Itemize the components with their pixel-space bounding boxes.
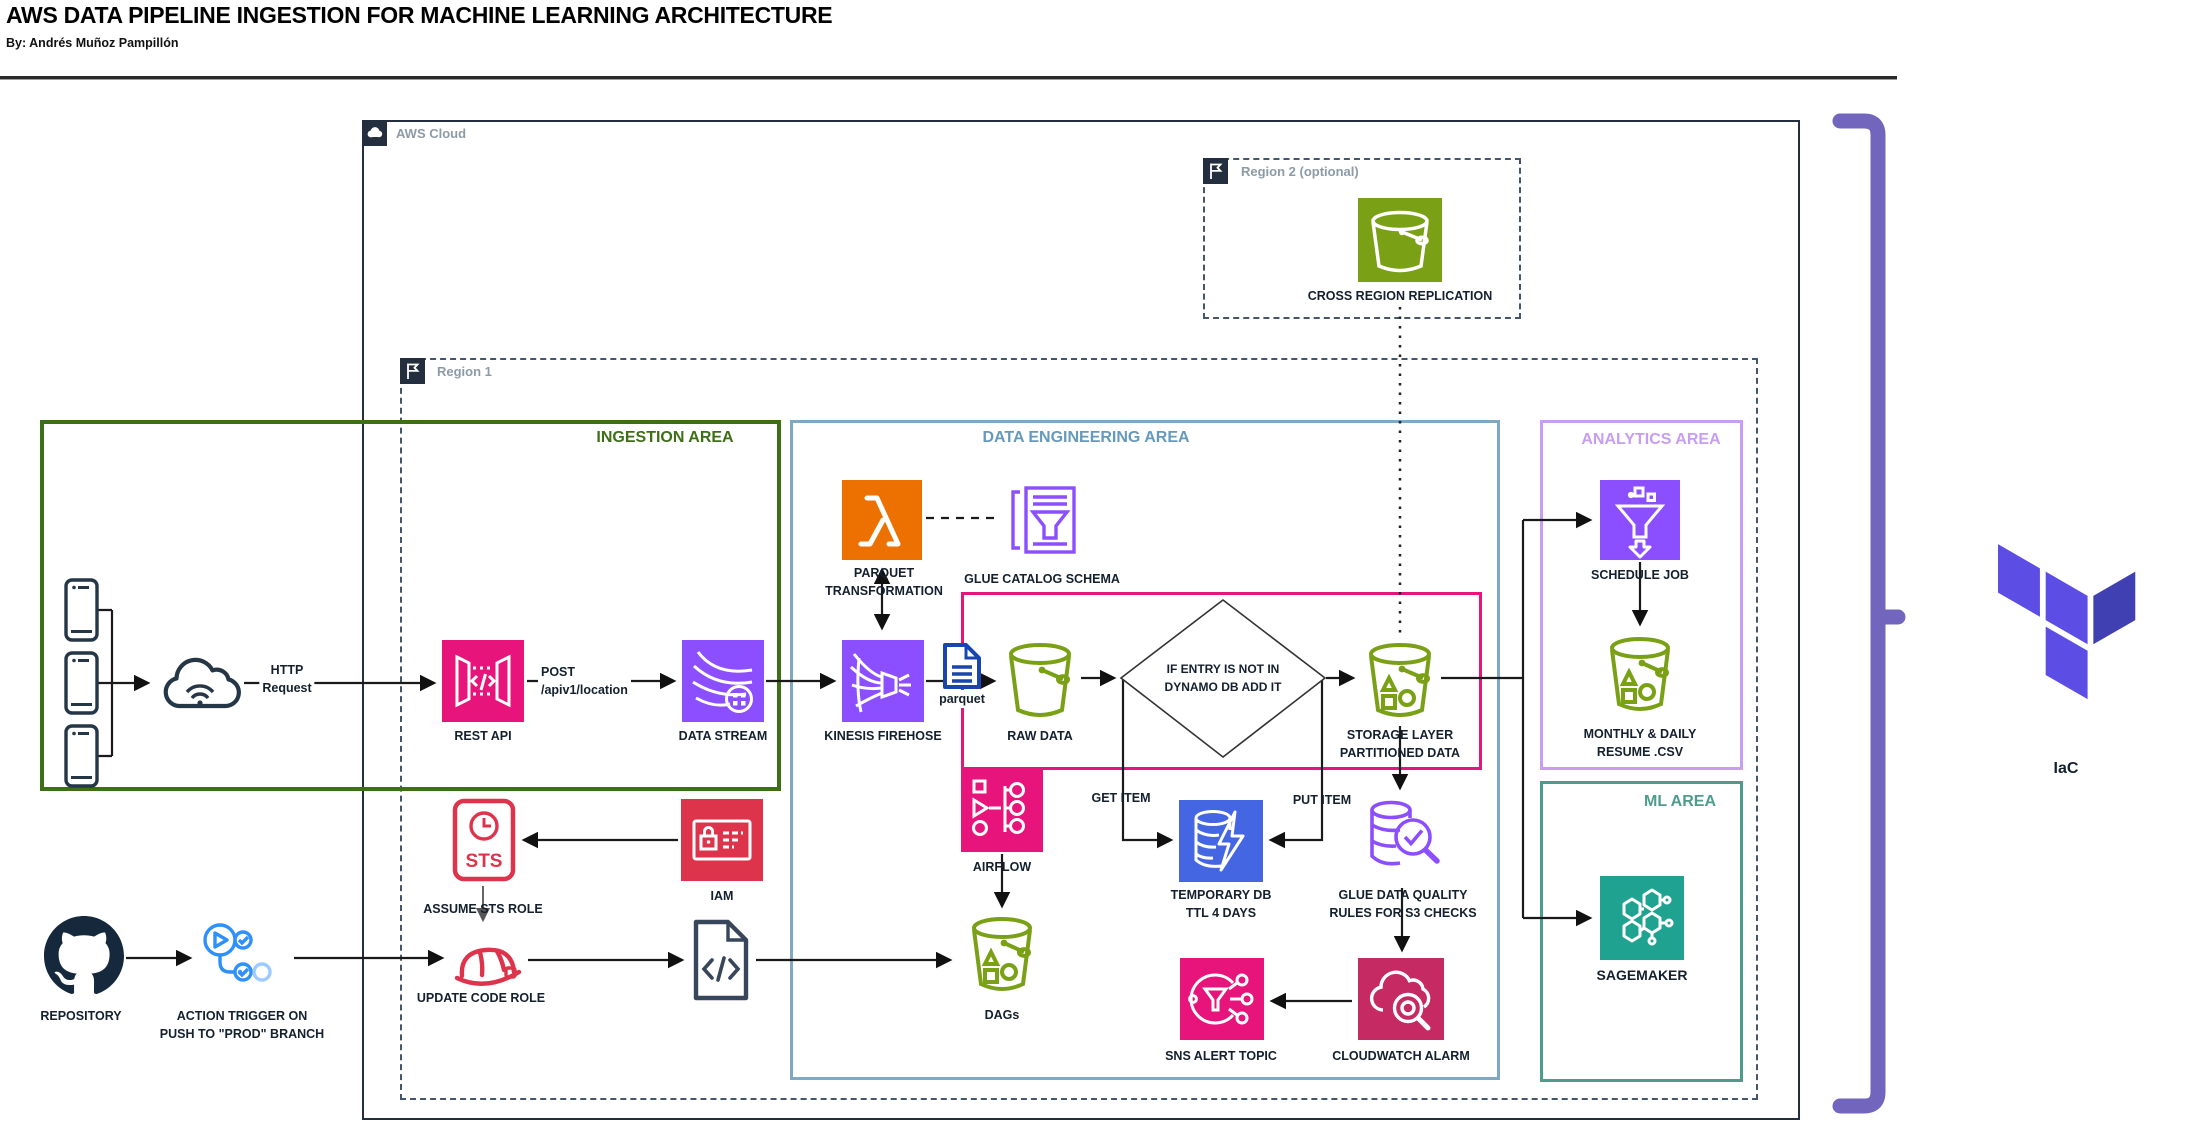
mobile-device-icon xyxy=(64,651,99,715)
airflow-icon xyxy=(961,770,1043,852)
ml-area xyxy=(1540,781,1743,1082)
github-actions-icon xyxy=(196,916,288,998)
get-item-label: GET ITEM xyxy=(1091,791,1151,805)
mobile-device-icon xyxy=(64,578,99,642)
header-divider xyxy=(0,76,1897,80)
decision-diamond xyxy=(1119,598,1327,759)
kinesis-data-stream-icon xyxy=(682,640,764,722)
iam-label: IAM xyxy=(710,889,734,903)
region2-label: Region 2 (optional) xyxy=(1241,164,1359,179)
sns-alert-icon xyxy=(1180,958,1264,1040)
code-file-icon xyxy=(690,918,752,1002)
storage-layer-bucket-icon xyxy=(1361,638,1439,724)
schedule-job-icon xyxy=(1600,480,1680,560)
aws-cloud-boundary xyxy=(362,120,1800,1120)
glue-data-quality-icon xyxy=(1360,794,1448,884)
dags-label: DAGs xyxy=(984,1008,1020,1022)
ingestion-area-title: INGESTION AREA xyxy=(596,429,734,446)
sts-icon-text: STS xyxy=(466,851,503,872)
parquet-file-icon xyxy=(940,642,984,690)
iam-icon xyxy=(681,799,763,881)
update-code-role-label: UPDATE CODE ROLE xyxy=(416,991,546,1005)
repository-label: REPOSITORY xyxy=(40,1009,122,1023)
region2-flag-icon xyxy=(1203,158,1228,184)
dynamodb-temp-icon xyxy=(1179,800,1263,882)
internet-cloud-icon xyxy=(157,650,245,712)
monthly-resume-bucket-icon xyxy=(1602,632,1678,718)
assume-sts-role-label: ASSUME STS ROLE xyxy=(423,902,543,916)
data-engineering-area xyxy=(790,420,1500,1080)
page-title: AWS DATA PIPELINE INGESTION FOR MACHINE … xyxy=(6,2,833,28)
edge-get-item xyxy=(1121,678,1174,849)
data-stream-label: DATA STREAM xyxy=(678,729,768,743)
data-engineering-area-title: DATA ENGINEERING AREA xyxy=(982,429,1190,446)
cloudwatch-label: CLOUDWATCH ALARM xyxy=(1332,1049,1470,1063)
region2-boundary xyxy=(1203,158,1521,319)
github-repository-icon xyxy=(44,916,124,996)
sts-icon: STS xyxy=(452,798,516,882)
region1-flag-icon xyxy=(400,358,425,384)
raw-data-label: RAW DATA xyxy=(1007,729,1073,743)
kinesis-label: KINESIS FIREHOSE xyxy=(824,729,942,743)
glue-catalog-icon xyxy=(1004,478,1082,562)
iac-bracket xyxy=(1832,113,1906,1114)
post-label: POST/apiv1/location xyxy=(538,663,631,699)
cloudwatch-alarm-icon xyxy=(1358,958,1444,1040)
byline: By: Andrés Muñoz Pampillón xyxy=(6,36,179,50)
region1-boundary xyxy=(400,358,1758,1100)
s3-cross-region-icon xyxy=(1358,198,1442,282)
edge-storage-tee xyxy=(1441,520,1525,918)
ml-area-title: ML AREA xyxy=(1644,793,1716,810)
dags-bucket-icon xyxy=(964,912,1040,998)
sagemaker-label: SAGEMAKER xyxy=(1596,967,1688,983)
ingestion-area xyxy=(40,420,781,791)
schedule-job-label: SCHEDULE JOB xyxy=(1591,568,1689,582)
iac-label: IaC xyxy=(2053,760,2079,777)
lambda-icon xyxy=(842,480,922,560)
sns-label: SNS ALERT TOPIC xyxy=(1165,1049,1277,1063)
aws-cloud-label: AWS Cloud xyxy=(396,126,467,141)
airflow-label: AIRFLOW xyxy=(972,860,1032,874)
glue-catalog-label: GLUE CATALOG SCHEMA xyxy=(964,572,1120,586)
put-item-label: PUT ITEM xyxy=(1292,793,1352,807)
parquet-file-label: parquet xyxy=(936,690,988,708)
rest-api-label: REST API xyxy=(454,729,512,743)
analytics-area-title: ANALYTICS AREA xyxy=(1581,431,1721,448)
sagemaker-icon xyxy=(1600,876,1684,960)
edge-put-item xyxy=(1268,678,1324,849)
api-gateway-icon xyxy=(442,640,524,722)
cross-region-label: CROSS REGION REPLICATION xyxy=(1307,289,1493,303)
raw-data-bucket-icon xyxy=(1001,638,1079,724)
terraform-logo xyxy=(1998,544,2136,700)
builder-cap-icon xyxy=(450,930,524,990)
region1-label: Region 1 xyxy=(437,364,492,379)
analytics-area xyxy=(1540,420,1743,770)
mobile-device-icon xyxy=(64,724,99,788)
kinesis-firehose-icon xyxy=(842,640,924,722)
aws-cloud-icon xyxy=(362,120,387,146)
